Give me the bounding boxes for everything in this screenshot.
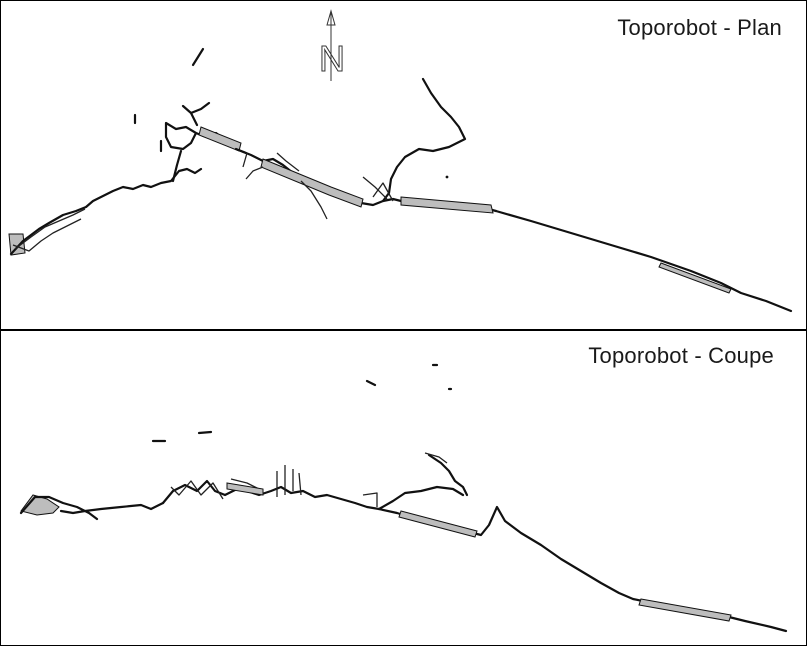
coupe-fragment-2 — [197, 430, 213, 435]
plan-title: Toporobot - Plan — [617, 15, 782, 40]
coupe-title: Toporobot - Coupe — [588, 343, 774, 368]
coupe-fragment-3 — [365, 379, 377, 387]
plan-east-wall-2 — [658, 262, 732, 294]
coupe-panel: Toporobot - Coupe — [1, 331, 806, 645]
plan-east-wall — [400, 196, 494, 214]
north-arrow-icon: N — [319, 9, 346, 81]
plan-gallery-west-wall-2 — [12, 218, 82, 252]
coupe-north-branch — [427, 453, 469, 497]
coupe-entrance — [20, 494, 60, 516]
plan-fragment-1 — [191, 47, 205, 67]
plan-maze-cluster — [159, 101, 248, 183]
coupe-survey-drawing — [19, 363, 788, 633]
coupe-east-wall-2 — [638, 598, 732, 622]
plan-survey-drawing: N — [8, 9, 793, 313]
coupe-maze-detail — [170, 465, 378, 507]
coupe-north-detail — [424, 452, 448, 464]
north-letter: N — [319, 38, 345, 79]
coupe-maze — [161, 479, 465, 511]
coupe-gallery-west — [19, 495, 165, 521]
plan-gallery-west-wall — [14, 208, 86, 250]
plan-fragment-3 — [445, 175, 449, 179]
plan-gallery-east — [494, 209, 793, 313]
plan-north-branch — [381, 77, 467, 203]
coupe-maze-wall — [226, 482, 264, 496]
plan-panel: Toporobot - Plan N — [1, 1, 806, 331]
plan-entrance — [8, 233, 26, 256]
plan-central-wall — [260, 158, 364, 208]
coupe-east-wall — [398, 510, 478, 538]
plan-gallery-west — [9, 167, 203, 256]
plan-central-side — [242, 152, 328, 220]
plan-maze-wall — [198, 126, 242, 152]
plan-junction — [362, 176, 394, 202]
